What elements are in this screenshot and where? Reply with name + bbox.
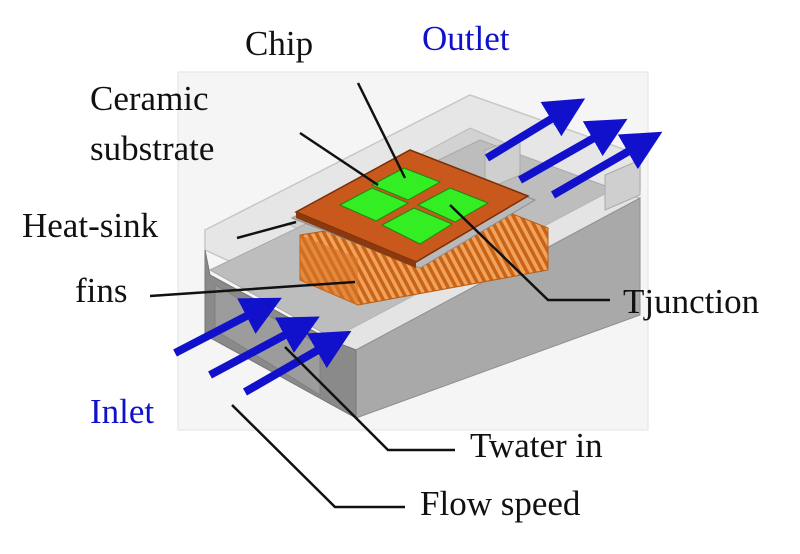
chip-4 bbox=[380, 207, 454, 245]
inlet-arrow-1 bbox=[173, 297, 282, 357]
label-twater-in: Twater in bbox=[470, 426, 603, 465]
outlet-arrow-2 bbox=[518, 118, 628, 184]
label-flow-speed: Flow speed bbox=[420, 484, 581, 523]
leader-lines bbox=[149, 82, 610, 509]
label-fins: fins bbox=[75, 271, 128, 310]
label-chip: Chip bbox=[245, 24, 313, 63]
label-outlet: Outlet bbox=[422, 19, 510, 58]
outlet-arrow-3 bbox=[550, 131, 663, 199]
inlet-arrow-3 bbox=[243, 330, 352, 396]
twater-leader bbox=[284, 346, 455, 452]
label-heat-sink: Heat-sink bbox=[22, 206, 159, 245]
tjunction-leader bbox=[449, 204, 610, 302]
inlet-arrow-2 bbox=[208, 316, 320, 379]
heat-sink-leader bbox=[236, 220, 297, 240]
label-tjunction: Tjunction bbox=[623, 282, 759, 321]
outlet-flow-arrows bbox=[484, 98, 663, 199]
labels: Chip Outlet Ceramic substrate Heat-sink … bbox=[22, 19, 759, 523]
chip-leader bbox=[356, 82, 407, 179]
fins-leader bbox=[149, 280, 356, 298]
outlet-arrow-1 bbox=[484, 98, 586, 162]
label-inlet: Inlet bbox=[90, 392, 154, 431]
chip-1 bbox=[370, 167, 442, 201]
label-ceramic: Ceramic bbox=[90, 79, 209, 118]
chip-2 bbox=[338, 187, 410, 222]
chips bbox=[338, 167, 490, 245]
substrate-leader bbox=[299, 131, 379, 187]
inlet-flow-arrows bbox=[173, 297, 352, 396]
label-substrate: substrate bbox=[90, 129, 214, 168]
chip-3 bbox=[416, 187, 490, 223]
flow-speed-leader bbox=[231, 404, 405, 509]
